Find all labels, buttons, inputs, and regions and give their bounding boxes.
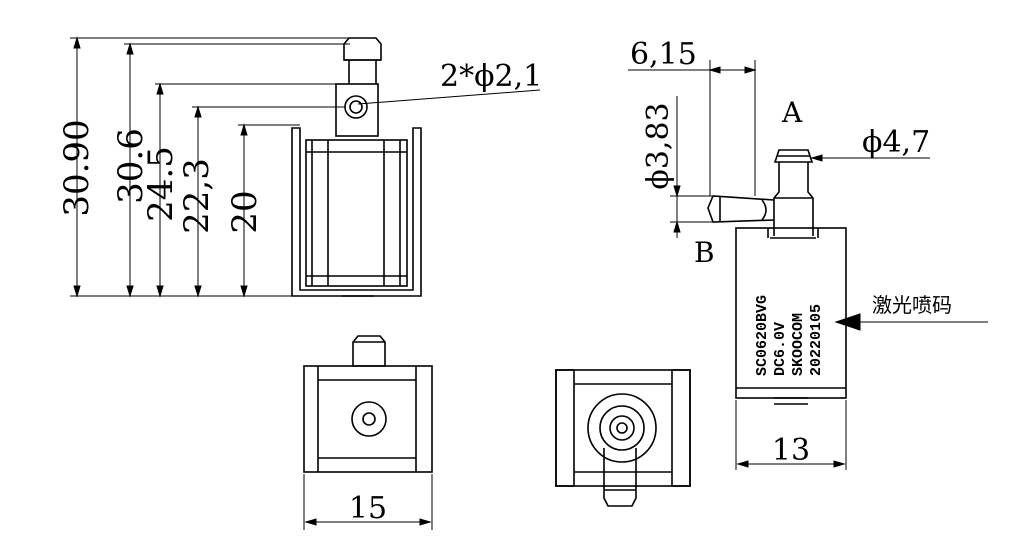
marking-line-2: DC6.0V: [772, 322, 789, 376]
height-dimension-lines: [70, 36, 541, 298]
side-diameter-label: ϕ3,83: [641, 102, 676, 189]
marking-line-4: 20220105: [808, 304, 825, 376]
front-width-label: 15: [349, 491, 387, 526]
hole-height-label: 22,3: [177, 158, 217, 234]
marking-line-3: SKOOCOM: [790, 313, 807, 376]
laser-marking-callout: 激光喷码: [872, 293, 952, 317]
marking-line-1: SC0620BVG: [754, 295, 771, 376]
front-width-dimension: [303, 474, 433, 530]
hole-diameter-label: 2*ϕ2,1: [440, 59, 542, 94]
top-view: [555, 369, 691, 507]
port-a-label: A: [781, 96, 803, 129]
body-height-label: 20: [225, 190, 265, 233]
right-dimension-lines: [628, 60, 988, 470]
side-width-label: 13: [772, 433, 810, 468]
tip-height-label: 30.6: [111, 128, 151, 204]
side-view-left: [291, 37, 422, 297]
side-offset-label: 6,15: [630, 37, 697, 72]
front-view: [303, 335, 433, 473]
port-b-label: B: [694, 236, 715, 269]
top-diameter-label: ϕ4,7: [862, 125, 930, 160]
port-height-label: 24.5: [141, 146, 181, 222]
overall-height-label: 30.90: [57, 119, 97, 216]
side-view-right: [707, 149, 847, 405]
